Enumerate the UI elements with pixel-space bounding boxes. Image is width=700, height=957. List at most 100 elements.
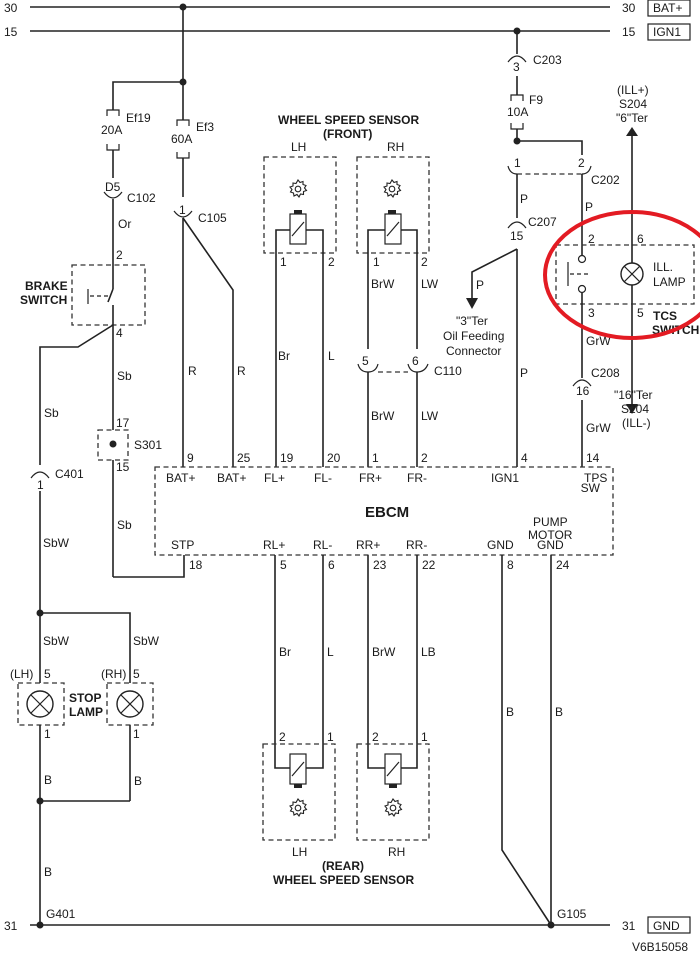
oil-feed-line-2: Oil Feeding xyxy=(443,329,504,343)
wire-color-p: P xyxy=(520,366,528,380)
wire-color-brw: BrW xyxy=(372,645,396,659)
c208-pin: 16 xyxy=(576,384,590,398)
tcs-pin-5: 5 xyxy=(637,306,644,320)
rr-pin-1: 1 xyxy=(421,730,428,744)
ebcm-bottom-pin-label: RL+ xyxy=(263,538,285,552)
ebcm-top-pin-number: 20 xyxy=(327,451,341,465)
connector-c208: 16 C208 xyxy=(572,366,620,398)
wire-color-r: R xyxy=(237,364,246,378)
ebcm-top-pin-number: 19 xyxy=(280,451,294,465)
wire-color-lw: LW xyxy=(421,277,439,291)
ebcm-sw-label: SW xyxy=(581,481,601,495)
connector-c203: 3 C203 xyxy=(507,53,562,74)
stop-lamp-rh-pin-5: 5 xyxy=(133,667,140,681)
s301-pin-15: 15 xyxy=(116,460,130,474)
rear-sensor-lh: LH xyxy=(292,845,307,859)
rl-pin-1: 1 xyxy=(327,730,334,744)
bat-rail-label: BAT+ xyxy=(653,1,682,15)
ebcm-bottom-pin-number: 23 xyxy=(373,558,387,572)
bat-rail-number-right: 30 xyxy=(622,1,636,15)
wire-color-b: B xyxy=(506,705,514,719)
wire-color-brw: BrW xyxy=(371,277,395,291)
ebcm-top-pin-label: TPS xyxy=(584,471,607,485)
c110-pin-5: 5 xyxy=(362,354,369,368)
stop-lamp-label-1: STOP xyxy=(69,691,101,705)
ebcm-title: EBCM xyxy=(365,504,409,521)
c102-label: C102 xyxy=(127,191,156,205)
wire-color-sbw: SbW xyxy=(43,634,70,648)
connector-c102: D5 C102 xyxy=(103,180,156,205)
gear-icon xyxy=(383,179,402,198)
wire-color-p: P xyxy=(520,192,528,206)
stop-lamp-label-2: LAMP xyxy=(69,705,103,719)
wire-color-sb: Sb xyxy=(117,369,132,383)
c203-label: C203 xyxy=(533,53,562,67)
wire-color-sb: Sb xyxy=(44,406,59,420)
wire-color-br: Br xyxy=(278,349,290,363)
gnd-rail-label: GND xyxy=(653,919,680,933)
wire-color-lw: LW xyxy=(421,409,439,423)
bat-rail: 30 30 BAT+ xyxy=(4,0,691,17)
fl-pin-1: 1 xyxy=(280,255,287,269)
ebcm-bottom-pin-label: GND xyxy=(487,538,514,552)
s204-top-line-1: (ILL+) xyxy=(617,83,649,97)
wire-color-grw: GrW xyxy=(586,421,611,435)
ebcm-top-pin-number: 9 xyxy=(187,451,194,465)
front-wheel-speed-sensor: WHEEL SPEED SENSOR (FRONT) LH RH 1 2 Br … xyxy=(263,113,439,467)
wire-color-l: L xyxy=(327,645,334,659)
ebcm-top-pin-number: 2 xyxy=(421,451,428,465)
c208-label: C208 xyxy=(591,366,620,380)
fuse-ef3-rating: 60A xyxy=(171,132,192,146)
ebcm-top-pin-number: 14 xyxy=(586,451,600,465)
oil-feed-line-3: Connector xyxy=(446,344,501,358)
ill-lamp-label-2: LAMP xyxy=(653,275,686,289)
wire-color-sbw: SbW xyxy=(133,634,160,648)
s204-bottom-line-3: (ILL-) xyxy=(622,416,651,430)
brake-switch: 2 4 BRAKE SWITCH xyxy=(20,248,146,340)
gnd-rail-number-right: 31 xyxy=(622,919,636,933)
wire-color-p: P xyxy=(585,200,593,214)
ill-lamp-label-1: ILL. xyxy=(653,260,673,274)
gear-icon xyxy=(289,798,308,817)
stop-lamp-rh-pin-1: 1 xyxy=(133,727,140,741)
ebcm-bottom-pin-label: RR- xyxy=(406,538,427,552)
connector-c202: 1 2 C202 xyxy=(507,156,620,187)
arrow-up-icon xyxy=(626,127,638,136)
gear-icon xyxy=(384,798,403,817)
ground-g105: G105 xyxy=(557,907,587,921)
ign-rail-number: 15 xyxy=(4,25,18,39)
fr-pin-1: 1 xyxy=(373,255,380,269)
highlight-circle xyxy=(543,210,700,340)
ground-g401: G401 xyxy=(46,907,76,921)
fuse-ef3-name: Ef3 xyxy=(196,120,214,134)
ebcm-top-pin-label: BAT+ xyxy=(217,471,246,485)
ign-rail-label: IGN1 xyxy=(653,25,681,39)
oil-feeding-connector-label: "3"Ter Oil Feeding Connector xyxy=(443,314,504,358)
c105-pin: 1 xyxy=(179,203,186,217)
brake-switch-pin-4: 4 xyxy=(116,326,123,340)
fuse-ef19: 20A Ef19 xyxy=(101,109,151,151)
ebcm-bottom-pin-label: RL- xyxy=(313,538,332,552)
c207-pin: 15 xyxy=(510,229,524,243)
tcs-pin-2: 2 xyxy=(588,232,595,246)
ebcm-bottom-pin-label: RR+ xyxy=(356,538,380,552)
s204-bottom-line-1: "16"Ter xyxy=(614,388,653,402)
gnd-rail-number: 31 xyxy=(4,919,18,933)
c110-pin-6: 6 xyxy=(412,354,419,368)
ebcm-top-pin-label: IGN1 xyxy=(491,471,519,485)
rear-sensor-rh: RH xyxy=(388,845,405,859)
rear-sensor-title: WHEEL SPEED SENSOR xyxy=(273,873,414,887)
ebcm-top-pin-number: 25 xyxy=(237,451,251,465)
tcs-pin-6: 6 xyxy=(637,232,644,246)
ebcm-bottom-pin-number: 18 xyxy=(189,558,203,572)
wire-color-grw: GrW xyxy=(586,334,611,348)
fr-pin-2: 2 xyxy=(421,255,428,269)
gnd-rail: 31 G401 G105 31 GND xyxy=(4,907,691,934)
ebcm-module: EBCM 9BAT+25BAT+19FL+20FL-1FR+2FR-4IGN11… xyxy=(154,451,614,572)
gear-icon xyxy=(289,179,308,198)
s301-label: S301 xyxy=(134,438,162,452)
c202-pin-1: 1 xyxy=(514,156,521,170)
front-sensor-title: WHEEL SPEED SENSOR xyxy=(278,113,419,127)
connector-c105: 1 C105 xyxy=(173,203,227,225)
wire-color-lb: LB xyxy=(421,645,436,659)
